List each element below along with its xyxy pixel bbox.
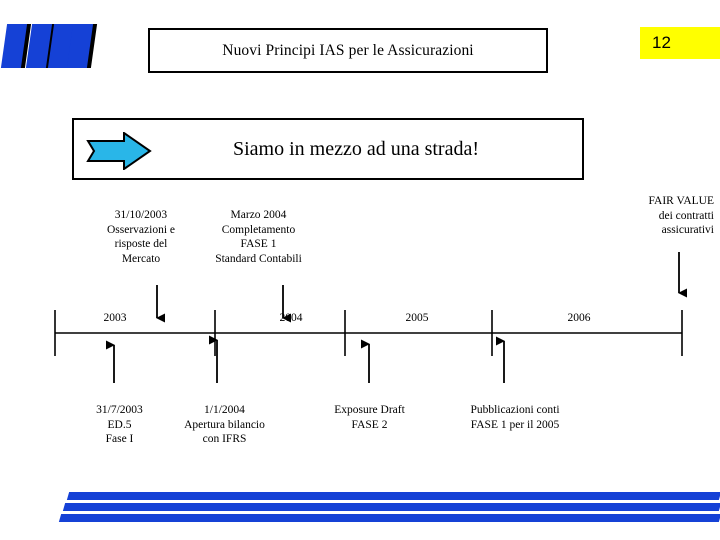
label-line: assicurativi <box>661 224 714 236</box>
label-line: FASE 1 per il 2005 <box>470 418 560 431</box>
page-number-badge: 12 <box>640 27 720 59</box>
label-line: FASE 2 <box>351 418 388 431</box>
decorative-bars-top-left <box>0 24 98 72</box>
bottom-ribbon <box>58 514 720 522</box>
right-arrow-icon <box>86 132 152 170</box>
year-label: 2003 <box>103 312 127 324</box>
year-label: 2006 <box>567 312 591 324</box>
timeline-above-label-1: Marzo 2004 Completamento FASE 1 Standard… <box>187 208 330 266</box>
label-line: risposte del <box>114 238 168 250</box>
label-line: dei contratti <box>658 209 714 222</box>
timeline-below-label-3: Pubblicazioni conti FASE 1 per il 2005 <box>440 403 590 432</box>
label-line: con IFRS <box>202 433 247 445</box>
timeline-year-2006: 2006 <box>549 311 609 326</box>
timeline-year-2003: 2003 <box>85 311 145 326</box>
slide-title-box: Nuovi Principi IAS per le Assicurazioni <box>148 28 548 73</box>
label-line: 31/7/2003 <box>96 404 143 416</box>
timeline-below-label-1: 1/1/2004 Apertura bilancio con IFRS <box>162 403 287 447</box>
label-line: Osservazioni e <box>106 223 176 236</box>
timeline-below-label-2: Exposure Draft FASE 2 <box>303 403 436 432</box>
bottom-ribbon <box>62 503 720 511</box>
timeline-year-2004: 2004 <box>261 311 321 326</box>
label-line: 1/1/2004 <box>204 404 245 416</box>
bottom-ribbon <box>66 492 720 500</box>
page-number: 12 <box>652 33 671 52</box>
page-title: Nuovi Principi IAS per le Assicurazioni <box>222 41 474 59</box>
label-line: Marzo 2004 <box>230 209 287 221</box>
timeline-year-2005: 2005 <box>387 311 447 326</box>
label-line: Standard Contabili <box>215 252 302 265</box>
label-line: 31/10/2003 <box>114 209 168 221</box>
year-label: 2005 <box>405 312 429 324</box>
label-line: FASE 1 <box>240 238 277 250</box>
timeline-above-label-2: FAIR VALUE dei contratti assicurativi <box>584 194 715 238</box>
subtitle-box: Siamo in mezzo ad una strada! <box>72 118 584 180</box>
label-line: Mercato <box>121 252 161 265</box>
timeline-above-label-0: 31/10/2003 Osservazioni e risposte del M… <box>76 208 206 266</box>
label-line: ED.5 <box>107 418 132 431</box>
label-line: Completamento <box>221 223 296 236</box>
label-line: Fase I <box>105 433 134 445</box>
label-line: Pubblicazioni conti <box>470 404 560 416</box>
subtitle-text: Siamo in mezzo ad una strada! <box>232 137 480 160</box>
label-line: Exposure Draft <box>334 404 405 416</box>
timeline-below-label-0: 31/7/2003 ED.5 Fase I <box>63 403 176 447</box>
label-line: FAIR VALUE <box>648 195 715 207</box>
year-label: 2004 <box>279 312 303 324</box>
label-line: Apertura bilancio <box>184 418 265 431</box>
